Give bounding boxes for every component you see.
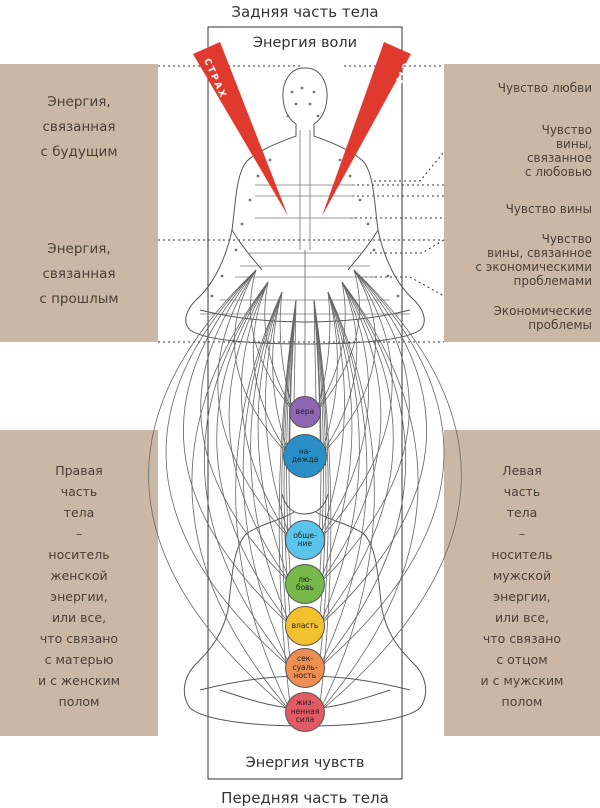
title-bottom: Передняя часть тела bbox=[221, 789, 389, 807]
energy-line bbox=[203, 281, 292, 669]
right-upper-panel bbox=[444, 64, 600, 342]
energy-line bbox=[318, 269, 462, 713]
energy-line bbox=[191, 281, 292, 713]
label-economic-problems: Экономические проблемы bbox=[493, 304, 592, 332]
label-guilt: Чувство вины bbox=[505, 202, 592, 216]
energy-line bbox=[228, 281, 292, 585]
energy-line bbox=[318, 291, 375, 713]
energy-line bbox=[318, 281, 419, 713]
back-dot bbox=[240, 222, 244, 226]
back-dot bbox=[308, 102, 312, 106]
energy-line bbox=[165, 269, 292, 669]
energy-line bbox=[318, 281, 382, 585]
chakra-5: сек- суаль- ность bbox=[285, 648, 325, 688]
energy-line bbox=[313, 299, 322, 541]
chakra-4: власть bbox=[285, 606, 325, 646]
chakra-3: лю- бовь bbox=[285, 564, 325, 604]
future-energy-label: Энергия, связанная с будущим bbox=[40, 94, 118, 160]
energy-line bbox=[288, 299, 297, 541]
back-dot bbox=[396, 294, 400, 298]
energy-line bbox=[318, 269, 445, 669]
energy-line bbox=[318, 291, 368, 669]
box-bottom-label: Энергия чувств bbox=[245, 755, 365, 771]
energy-line bbox=[318, 269, 393, 541]
chakra-label: вера bbox=[295, 406, 315, 416]
back-dot bbox=[316, 114, 320, 118]
energy-line bbox=[318, 291, 360, 627]
energy-line bbox=[240, 281, 292, 541]
back-dot bbox=[248, 198, 252, 202]
back-dot bbox=[294, 102, 298, 106]
energy-line bbox=[234, 269, 290, 457]
back-dot bbox=[220, 274, 224, 278]
energy-line bbox=[217, 269, 292, 541]
back-dot bbox=[312, 90, 316, 94]
back-dot bbox=[256, 174, 260, 178]
energy-line bbox=[318, 291, 345, 541]
chakra-label: обще- ние bbox=[293, 530, 317, 548]
energy-line bbox=[252, 281, 290, 457]
chakra-2: обще- ние bbox=[285, 520, 325, 560]
guide-lines bbox=[158, 65, 445, 343]
chakra-6: жиз- ненная сила bbox=[285, 692, 325, 732]
fear-spike-left bbox=[193, 42, 288, 216]
energy-line bbox=[242, 291, 292, 669]
energy-line bbox=[318, 269, 428, 627]
energy-line bbox=[200, 269, 292, 585]
label-guilt-love: Чувство вины, связанное с любовью bbox=[524, 123, 592, 179]
back-dot bbox=[338, 158, 342, 162]
chakra-label: сек- суаль- ность bbox=[292, 654, 318, 681]
chakra-label: власть bbox=[291, 620, 319, 630]
energy-line bbox=[313, 299, 332, 713]
energy-line bbox=[148, 269, 292, 713]
energy-line bbox=[216, 281, 292, 627]
title-top: Задняя часть тела bbox=[231, 3, 379, 21]
energy-line bbox=[320, 269, 376, 457]
energy-line bbox=[318, 269, 410, 585]
back-dot bbox=[348, 174, 352, 178]
right-body-side-text: Правая часть тела – носитель женской эне… bbox=[37, 463, 121, 709]
fear-spike-right bbox=[322, 42, 411, 216]
back-dot bbox=[268, 158, 272, 162]
chakra-label: лю- бовь bbox=[295, 574, 315, 592]
energy-line bbox=[318, 291, 353, 585]
label-love-feeling: Чувство любви bbox=[497, 81, 592, 95]
front-figure bbox=[183, 493, 427, 727]
back-dot bbox=[300, 86, 304, 90]
energy-line bbox=[318, 281, 407, 669]
back-dot bbox=[358, 198, 362, 202]
energy-line bbox=[320, 281, 358, 457]
chakra-0: вера bbox=[289, 396, 321, 428]
energy-line bbox=[257, 291, 292, 585]
energy-line bbox=[318, 281, 394, 627]
chakra-1: на- дежда bbox=[283, 434, 327, 478]
left-upper-panel bbox=[0, 64, 158, 342]
back-dot bbox=[290, 90, 294, 94]
energy-line bbox=[250, 269, 295, 413]
chakra-label: на- дежда bbox=[291, 446, 319, 464]
back-dot bbox=[286, 114, 290, 118]
back-dot bbox=[210, 294, 214, 298]
central-frame bbox=[207, 26, 403, 780]
energy-line bbox=[278, 299, 297, 713]
back-dot bbox=[386, 274, 390, 278]
left-body-side-text: Левая часть тела – носитель мужской энер… bbox=[480, 463, 564, 709]
chakra-label: жиз- ненная сила bbox=[290, 698, 320, 725]
right-lower-panel bbox=[444, 430, 600, 736]
left-lower-panel bbox=[0, 430, 158, 736]
energy-line bbox=[182, 269, 292, 627]
energy-line bbox=[315, 269, 360, 413]
energy-line bbox=[265, 291, 292, 541]
energy-line bbox=[250, 291, 292, 627]
back-dot bbox=[366, 222, 370, 226]
energy-line bbox=[318, 281, 370, 541]
back-dot bbox=[372, 248, 376, 252]
back-dot bbox=[234, 248, 238, 252]
box-top-label: Энергия воли bbox=[252, 35, 358, 51]
energy-line bbox=[235, 291, 292, 713]
past-energy-label: Энергия, связанная с прошлым bbox=[39, 241, 119, 307]
label-guilt-economic: Чувство вины, связанное с экономическими… bbox=[475, 232, 592, 288]
